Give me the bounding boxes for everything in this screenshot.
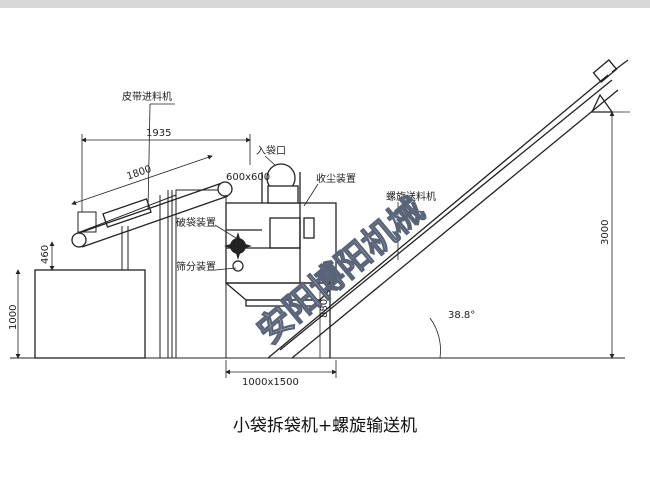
label-screening: 筛分装置 (176, 260, 216, 273)
watermark: 安阳博阳机械 (250, 190, 432, 352)
dim-3000: 3000 (600, 220, 611, 245)
platform-box (34, 269, 146, 359)
dim-880: 880 (319, 299, 330, 318)
label-dust-collector: 收尘装置 (316, 172, 356, 185)
belt-support (77, 189, 227, 359)
label-bag-breaker: 破袋装置 (176, 216, 216, 229)
label-belt-feeder: 皮带进料机 (122, 90, 172, 103)
dim-1000: 1000 (8, 305, 19, 330)
dim-1935: 1935 (146, 128, 171, 139)
bag-breaker-blades (224, 232, 252, 272)
dim-angle: 38.8° (448, 310, 475, 321)
screw-conveyor (267, 59, 629, 359)
dimension-lines (15, 111, 630, 378)
caption: 小袋拆袋机+螺旋输送机 (232, 416, 418, 436)
dim-460: 460 (40, 245, 51, 264)
label-bag-inlet: 入袋口 (256, 144, 286, 157)
dim-1000x1500: 1000x1500 (242, 377, 299, 388)
dim-600: 600x600 (226, 172, 270, 183)
label-screw-conveyor: 螺旋送料机 (386, 190, 436, 203)
top-bar (0, 0, 650, 8)
leader-lines (147, 103, 399, 271)
